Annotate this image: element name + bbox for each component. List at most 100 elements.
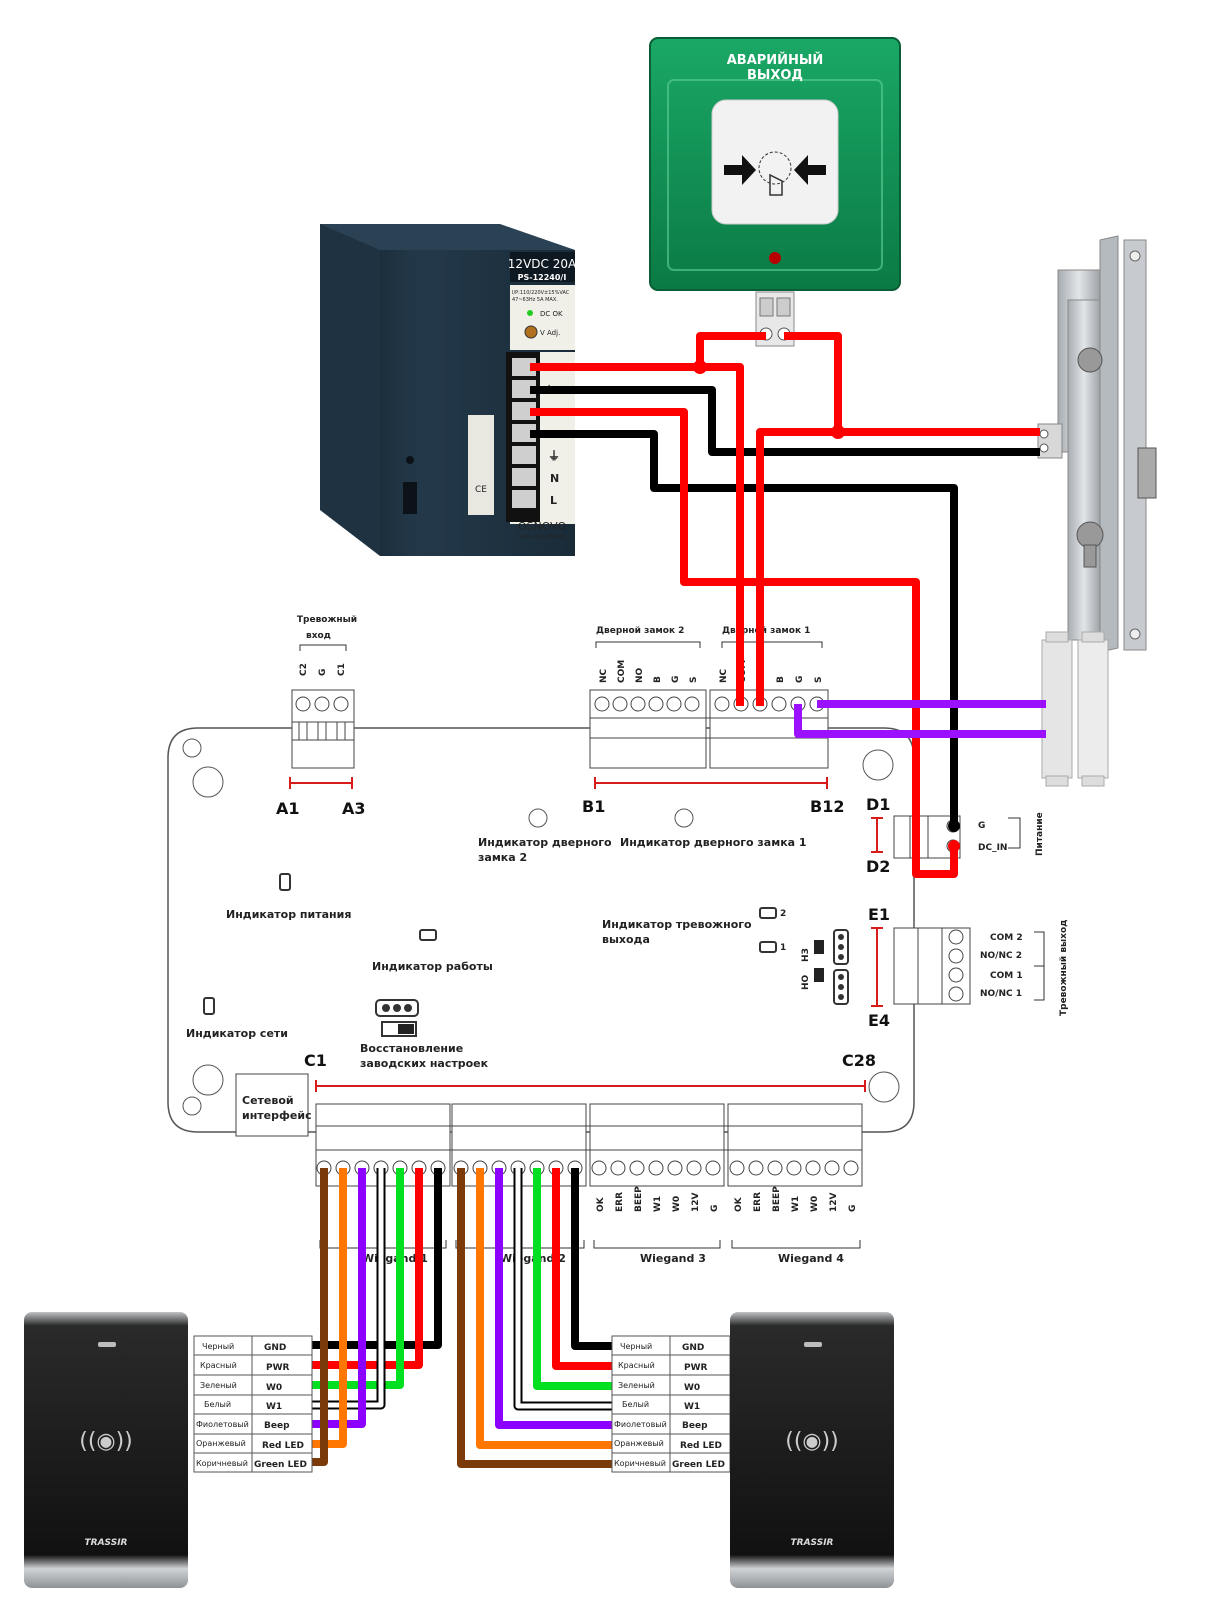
svg-text:G: G	[671, 676, 681, 683]
marker-a1: A1	[276, 799, 300, 818]
alarm-out-pin-com2: COM 2	[990, 933, 1023, 943]
door-lock-1-pins: NC COM NO B G S	[719, 660, 824, 683]
emergency-exit-button: АВАРИЙНЫЙ ВЫХОД	[649, 37, 901, 347]
wiegand-4-pins: OK ERR BEEP W1 W0 12V G	[734, 1186, 858, 1212]
alarm-out-pin-nonc1: NO/NC 1	[980, 989, 1022, 999]
alarm-out-indicator-line1: Индикатор тревожного	[602, 918, 752, 931]
svg-text:Green LED: Green LED	[254, 1460, 307, 1470]
ground-icon: ⏚	[548, 449, 560, 463]
psu-term-n: N	[550, 472, 559, 485]
svg-text:Red LED: Red LED	[680, 1441, 722, 1451]
range-markers	[289, 777, 883, 1092]
svg-text:ERR: ERR	[753, 1192, 763, 1212]
power-block-label: Питание	[1035, 812, 1045, 856]
svg-text:Зеленый: Зеленый	[618, 1381, 655, 1390]
marker-b1: B1	[582, 797, 605, 816]
svg-text:W0: W0	[684, 1383, 700, 1393]
marker-c28: C28	[842, 1051, 876, 1070]
emergency-label-line1: АВАРИЙНЫЙ	[727, 52, 824, 68]
reset-label-line1: Восстановление	[360, 1042, 463, 1055]
jumper-nz-label: НЗ	[801, 948, 811, 962]
alarm-input-pin-g: G	[318, 669, 328, 676]
svg-text:G: G	[795, 676, 805, 683]
svg-text:W0: W0	[266, 1383, 282, 1393]
wiegand-4-label: Wiegand 4	[778, 1252, 844, 1265]
power-wires	[530, 332, 1046, 878]
svg-text:Белый: Белый	[622, 1400, 649, 1409]
marker-e1: E1	[868, 905, 890, 924]
door2-indicator-led	[528, 808, 548, 828]
door2-indicator-label-line1: Индикатор дверного	[478, 836, 612, 849]
alarm-output-terminal	[893, 927, 971, 1005]
svg-text:PWR: PWR	[684, 1363, 708, 1373]
psu-model: PS-12240/I	[518, 273, 567, 282]
alarm-led1-label: 1	[780, 943, 786, 953]
reset-label-line2: заводских настроек	[360, 1057, 489, 1070]
press-point-icon	[758, 151, 792, 185]
emergency-label-line2: ВЫХОД	[747, 68, 803, 83]
status-led-icon	[769, 252, 781, 264]
door-lock-2-pins: NC COM NO B G S	[599, 660, 699, 683]
svg-text:ERR: ERR	[615, 1192, 625, 1212]
wiegand-3-label: Wiegand 3	[640, 1252, 706, 1265]
psu-term-l: L	[550, 494, 557, 507]
power-pin-dc-in: DC_IN	[978, 843, 1007, 853]
svg-text:W0: W0	[810, 1196, 820, 1212]
svg-text:Оранжевый: Оранжевый	[614, 1439, 664, 1448]
svg-text:Фиолетовый: Фиолетовый	[614, 1420, 667, 1429]
svg-text:NC: NC	[719, 668, 729, 683]
svg-text:GND: GND	[264, 1343, 286, 1353]
door1-indicator-label: Индикатор дверного замка 1	[620, 836, 807, 849]
power-led-icon	[279, 873, 291, 891]
reader-1-brand: TRASSIR	[85, 1538, 128, 1548]
alarm-led1-icon	[759, 941, 777, 953]
wiegand-3-pins: OK ERR BEEP W1 W0 12V G	[596, 1186, 720, 1212]
svg-text:Коричневый: Коричневый	[614, 1459, 666, 1468]
svg-text:W1: W1	[791, 1196, 801, 1212]
controller-board	[167, 727, 915, 1133]
svg-text:B: B	[776, 676, 786, 683]
svg-text:GND: GND	[682, 1343, 704, 1353]
door-lock-1-label: Дверной замок 1	[722, 626, 810, 636]
marker-d1: D1	[866, 795, 890, 814]
power-pin-g: G	[978, 821, 985, 831]
door-lock-2-label: Дверной замок 2	[596, 626, 684, 636]
svg-text:BEEP: BEEP	[772, 1186, 782, 1212]
svg-text:Красный: Красный	[618, 1361, 655, 1370]
svg-text:S: S	[814, 677, 824, 683]
svg-text:G: G	[848, 1205, 858, 1212]
svg-text:Фиолетовый: Фиолетовый	[196, 1420, 249, 1429]
reader-2-wires	[457, 1168, 612, 1468]
alarm-input-terminal	[291, 689, 355, 769]
svg-text:COM: COM	[617, 660, 627, 683]
psu-title: 12VDC 20A	[508, 257, 577, 271]
door2-indicator-label-line2: замка 2	[478, 851, 527, 864]
svg-text:S: S	[689, 677, 699, 683]
svg-text:NC: NC	[599, 668, 609, 683]
work-indicator-label: Индикатор работы	[372, 960, 493, 973]
psu-dc-ok: DC OK	[540, 310, 563, 318]
arrow-left-icon	[794, 155, 826, 185]
svg-text:12V: 12V	[829, 1192, 839, 1212]
finger-icon	[769, 173, 783, 196]
svg-text:NO: NO	[635, 667, 645, 683]
svg-text:Коричневый: Коричневый	[196, 1459, 248, 1468]
ce-mark-icon: CE	[475, 485, 487, 495]
psu-brand-sub: cable transmission	[519, 534, 566, 540]
rfid-icon: ((◉))	[785, 1429, 839, 1454]
svg-text:W1: W1	[266, 1402, 282, 1412]
svg-text:G: G	[710, 1205, 720, 1212]
svg-text:OK: OK	[596, 1196, 606, 1212]
alarm-input-pin-c2: C2	[299, 663, 309, 676]
marker-e4: E4	[868, 1011, 890, 1030]
psu-spec2: 47~63Hz 5A MAX.	[512, 297, 558, 303]
svg-text:Зеленый: Зеленый	[200, 1381, 237, 1390]
svg-text:OK: OK	[734, 1196, 744, 1212]
alarm-led2-icon	[759, 907, 777, 919]
svg-text:Черный: Черный	[620, 1342, 652, 1351]
network-label-line1: Сетевой	[242, 1094, 294, 1107]
alarm-led2-label: 2	[780, 909, 786, 919]
